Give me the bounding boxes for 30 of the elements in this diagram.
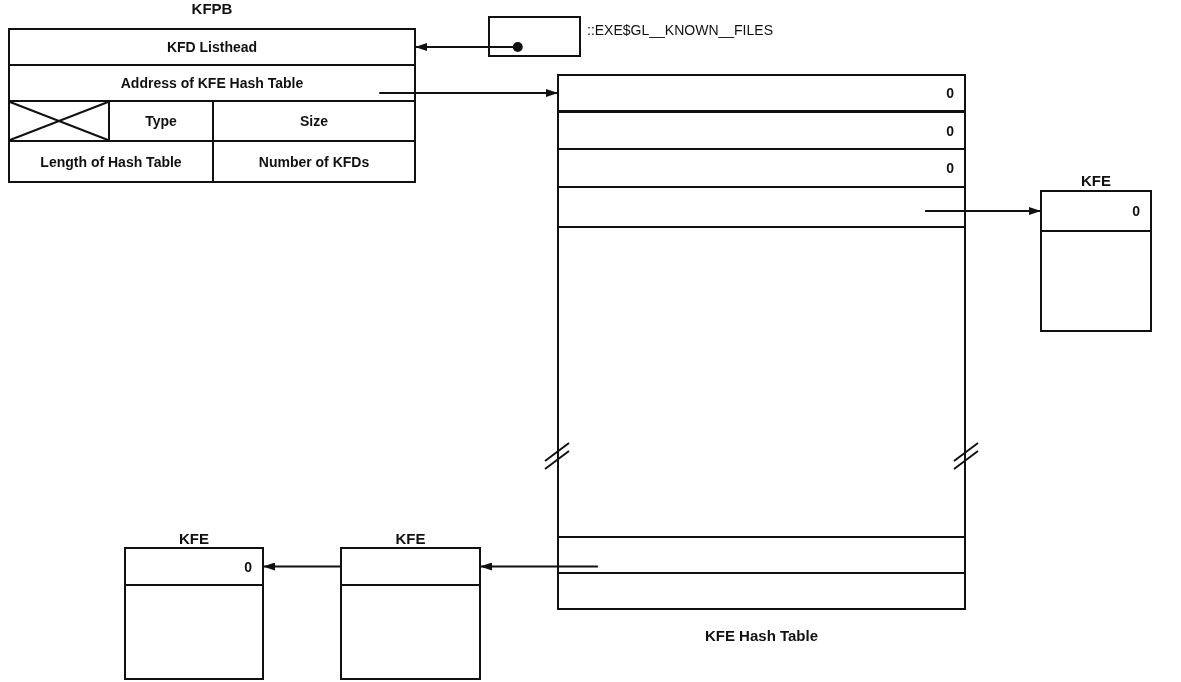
arrow <box>415 42 523 52</box>
table-field <box>557 226 966 538</box>
field-label: Address of KFE Hash Table <box>8 64 416 102</box>
symbol-name: ::EXE$GL__KNOWN__FILES <box>587 22 773 38</box>
structure-title: KFPB <box>190 0 234 17</box>
structure-title: KFE <box>1080 172 1112 189</box>
table-field <box>1040 230 1152 332</box>
pointer-field <box>488 16 581 57</box>
table-field <box>557 536 966 574</box>
arrow <box>263 562 341 571</box>
field-label: 0 <box>557 74 966 112</box>
arrow <box>480 562 599 571</box>
table-field <box>557 186 966 228</box>
field-label: Length of Hash Table <box>8 140 214 183</box>
field-label: 0 <box>557 148 966 188</box>
arrow <box>378 89 558 97</box>
field-label: Number of KFDs <box>212 140 416 183</box>
table-field <box>124 584 264 680</box>
field-label: 0 <box>1040 190 1152 232</box>
field-label: 0 <box>124 547 264 586</box>
table-field <box>340 547 481 586</box>
structure-title: KFE <box>394 530 427 547</box>
table-field <box>340 584 481 680</box>
field-label: 0 <box>557 111 966 150</box>
arrow <box>924 207 1041 215</box>
table-field <box>557 572 966 610</box>
field-label: KFD Listhead <box>8 28 416 66</box>
table-caption: KFE Hash Table <box>703 627 820 644</box>
structure-title: KFE <box>178 530 210 547</box>
crossed-out-field <box>8 100 110 142</box>
